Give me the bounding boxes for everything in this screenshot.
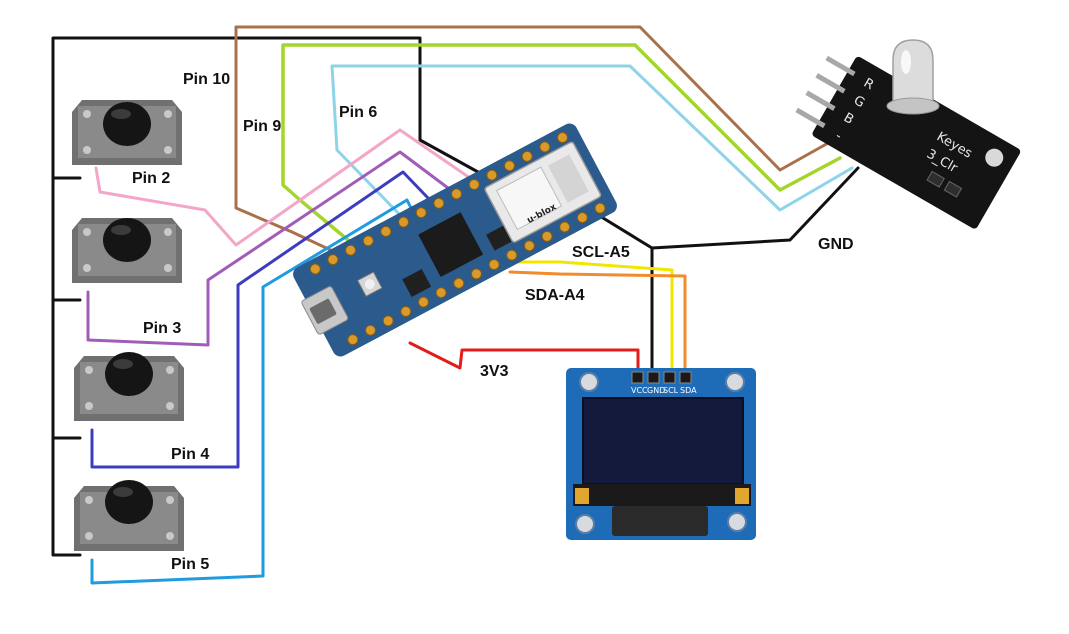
rgb-led-module: R G B - Keyes 3_Clr [795,55,1021,229]
labels: Pin 10 Pin 9 Pin 6 Pin 2 Pin 3 Pin 4 Pin… [132,71,854,573]
push-button-cap-highlight [113,359,133,369]
oled-flex-cable [612,506,708,536]
rgb-led-body [892,39,934,107]
micro-usb-slot [309,298,337,324]
pin2-wire [94,128,472,247]
push-button-4 [74,480,184,551]
scl-wire [510,260,674,380]
push-button-rivet [166,402,174,410]
rgb-module-pins [795,55,856,129]
rgb-led [886,39,940,115]
push-button-cap [103,102,151,146]
rgb-module-smd [943,180,963,198]
push-button-rivet [166,532,174,540]
label-pin6: Pin 6 [339,104,377,121]
wifi-module-label [496,166,563,231]
oled-mount-hole [579,372,599,392]
pin3-wire [86,150,450,347]
push-button-rivet [85,532,93,540]
wires [51,25,860,585]
label-pin9: Pin 9 [243,118,281,135]
oled-mount-hole [575,514,595,534]
rgb-module-pcb [812,56,1021,229]
label-sda: SDA-A4 [525,287,585,304]
gnd-wire-buttons [51,36,480,557]
label-pin2: Pin 2 [132,170,170,187]
pin5-wire [90,198,414,585]
oled-connector-tab [735,488,749,504]
small-chip [402,269,432,298]
wifi-module-antenna [547,154,589,203]
header-pins-top [309,132,568,275]
oled-header-pins [631,371,692,384]
push-button-rivet [164,228,172,236]
mcu-chip [418,212,484,278]
push-button-cap [103,218,151,262]
push-button-rivet [164,110,172,118]
reset-button-cap [364,279,375,290]
oled-mount-hole [725,372,745,392]
push-button-rivet [85,366,93,374]
push-button-rivet [164,264,172,272]
rgb-module-mount-hole [985,148,1004,167]
label-pin4: Pin 4 [171,446,209,463]
push-button-rivet [83,110,91,118]
sda-wire [508,270,687,380]
oled-pin-sda-label: SDA [680,386,697,395]
push-button-rivet [83,264,91,272]
push-button-cap [105,352,153,396]
push-button-rivet [83,146,91,154]
oled-connector-tab [575,488,589,504]
header-pins-bottom [347,202,606,346]
oled-display-module: VCC GND SCL SDA [566,368,756,540]
push-buttons [72,100,184,551]
oled-screen-bezel [573,484,751,506]
push-button-cap-highlight [113,487,133,497]
push-button-rivet [85,496,93,504]
push-button-cap [105,480,153,524]
label-scl: SCL-A5 [572,244,630,261]
oled-mount-hole [727,512,747,532]
push-button-2 [72,218,182,283]
label-3v3: 3V3 [480,363,509,380]
push-button-rivet [166,496,174,504]
label-pin3: Pin 3 [143,320,181,337]
push-button-rivet [85,402,93,410]
rgb-led-base [886,97,940,115]
pin4-wire [90,170,430,469]
pin10-wire [234,25,832,262]
pin6-wire [330,64,854,217]
oled-screen [582,397,744,485]
oled-pin-scl-label: SCL [663,386,679,395]
rgb-led-highlight [901,50,911,74]
push-button-rivet [166,366,174,374]
rgb-pin-gnd-label: - [833,129,845,144]
label-pin5: Pin 5 [171,556,209,573]
arduino-nano-board: u-blox [293,123,617,357]
oled-pin-gnd-label: GND [647,386,665,395]
push-button-cap-highlight [111,225,131,235]
oled-pin-vcc-label: VCC [631,386,648,395]
push-button-rivet [164,146,172,154]
v33-wire [408,341,640,380]
push-button-rivet [83,228,91,236]
label-gnd: GND [818,236,854,253]
label-pin10: Pin 10 [183,71,230,88]
rgb-module-smd [926,170,945,188]
push-button-1 [72,100,182,165]
gnd-wire-rgb [588,166,860,250]
push-button-cap-highlight [111,109,131,119]
push-button-3 [74,352,184,421]
